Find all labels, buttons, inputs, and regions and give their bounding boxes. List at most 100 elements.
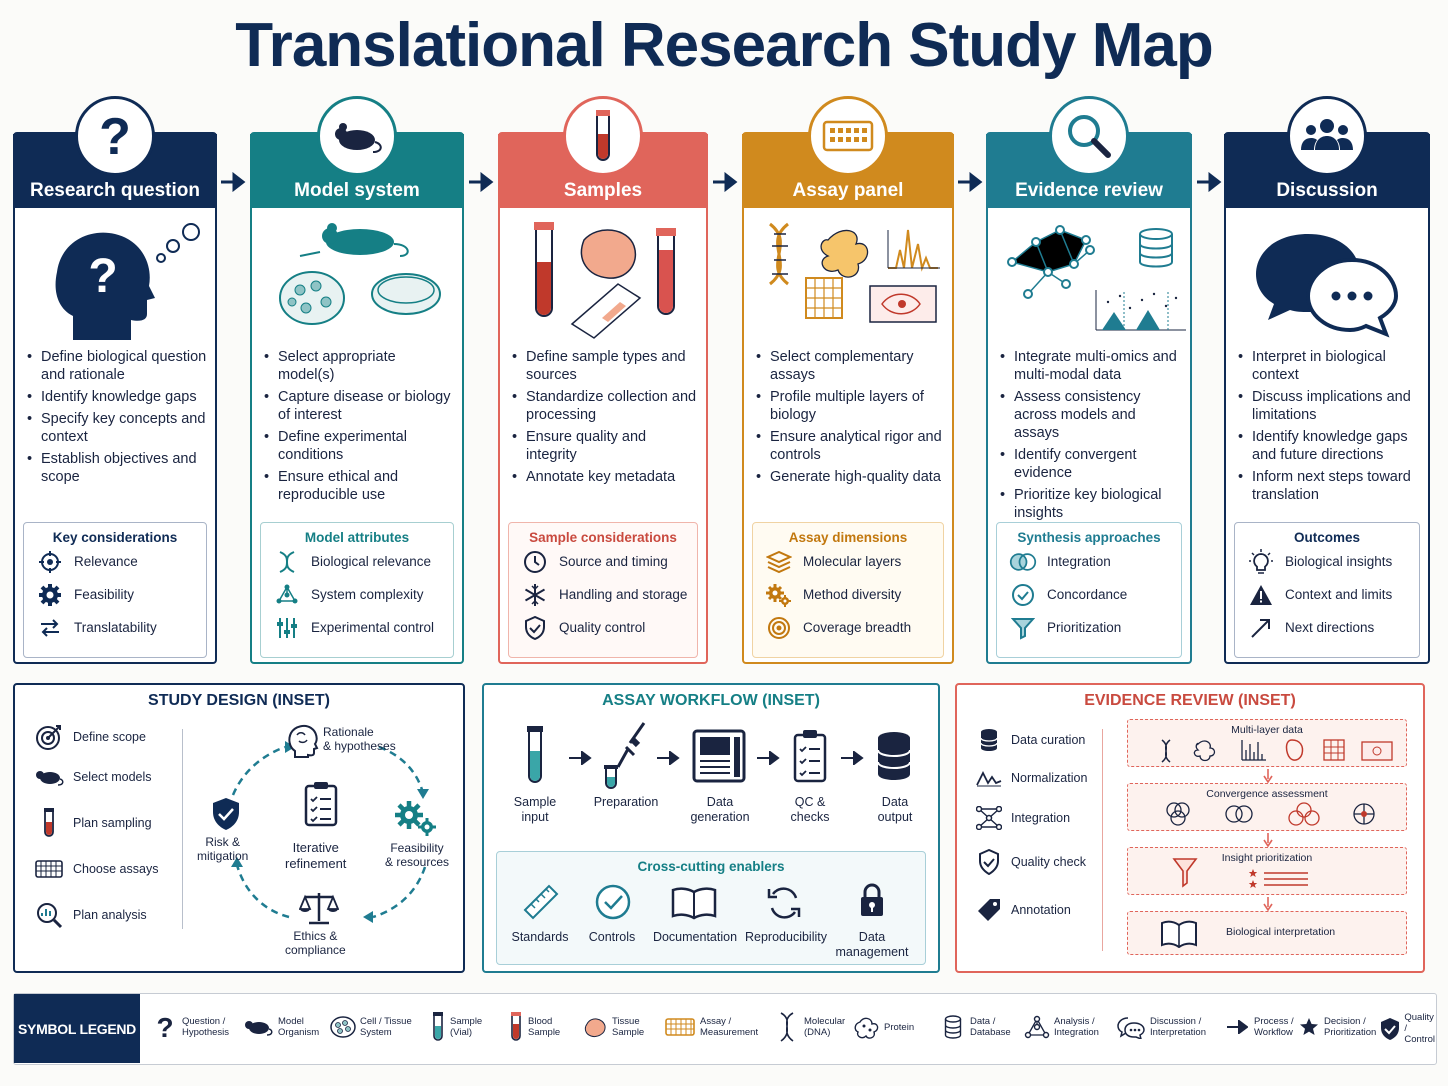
wave-icon	[975, 765, 1003, 791]
arrow-down-icon	[1263, 769, 1273, 783]
bullet: Prioritize key biological insights	[1000, 486, 1182, 522]
bullet: Profile multiple layers of biology	[756, 388, 944, 424]
legend-text: Sample	[528, 1027, 561, 1038]
box-item-label: Integration	[1047, 554, 1111, 569]
cycle-text: Iterative	[292, 840, 339, 855]
bullet-list: Define biological question and rationale…	[27, 348, 207, 490]
box-item-label: Source and timing	[559, 554, 668, 569]
bullet: Annotate key metadata	[512, 468, 698, 486]
box-item-label: Concordance	[1047, 587, 1128, 602]
legend-text: Cell / Tissue	[360, 1016, 412, 1027]
arrow-right-icon	[221, 172, 246, 192]
legend-item: ?Question /Hypothesis	[152, 1012, 229, 1042]
panel-multi-layer-data: Multi-layer data	[1127, 719, 1407, 767]
warning-icon	[1247, 583, 1275, 607]
column-evidence-review: Evidence review Integrate multi-omics an…	[986, 96, 1192, 664]
enablers-title: Cross-cutting enablers	[637, 859, 785, 874]
tissue-icon	[582, 1012, 608, 1042]
legend-item: Analysis /Integration	[1024, 1012, 1099, 1042]
check-circle-icon	[595, 884, 631, 925]
check-circle-icon	[1009, 583, 1037, 607]
evidence-illustration	[996, 220, 1186, 344]
symbol-legend: SYMBOL LEGEND ?Question /Hypothesis Mode…	[13, 993, 1437, 1065]
box-item: Biological relevance	[261, 545, 453, 578]
bullet: Specify key concepts and context	[27, 410, 207, 446]
legend-item: Sample(Vial)	[430, 1012, 482, 1042]
assay-dimensions-box: Assay dimensions Molecular layers Method…	[752, 522, 944, 658]
box-item: Next directions	[1235, 611, 1419, 644]
model-attributes-box: Model attributes Biological relevance Sy…	[260, 522, 454, 658]
inset-title: EVIDENCE REVIEW (INSET)	[1084, 692, 1296, 709]
swap-arrows-icon	[36, 616, 64, 640]
pipette-icon	[600, 721, 648, 796]
legend-text: Hypothesis	[182, 1027, 229, 1038]
dna-icon	[273, 550, 301, 574]
clipboard-icon	[792, 729, 828, 788]
vial-icon	[430, 1012, 446, 1042]
box-item-label: Biological insights	[1285, 554, 1393, 569]
cycle-text: Feasibility	[390, 841, 444, 855]
study-step: Select models	[33, 763, 152, 791]
legend-item: Molecular(DNA)	[774, 1012, 845, 1042]
ruler-icon	[521, 882, 561, 927]
legend-text: Decision /	[1324, 1016, 1366, 1027]
cycle-text: refinement	[285, 856, 347, 871]
legend-text: (DNA)	[804, 1027, 831, 1038]
evidence-review-inset: EVIDENCE REVIEW (INSET) Data curation No…	[955, 683, 1425, 973]
box-item: Biological insights	[1235, 545, 1419, 578]
evidence-step: Data curation	[975, 727, 1085, 753]
panel-convergence-assessment: Convergence assessment	[1127, 783, 1407, 831]
sequencer-icon	[692, 729, 748, 790]
legend-text: Interpretation	[1150, 1027, 1206, 1038]
box-item: Prioritization	[997, 611, 1181, 644]
wf-text: QC &	[794, 795, 826, 809]
wf-text: management	[835, 945, 909, 959]
arrow-right-icon	[469, 172, 494, 192]
test-tube-icon	[33, 808, 65, 837]
box-item: Concordance	[997, 578, 1181, 611]
bullet: Select complementary assays	[756, 348, 944, 384]
arrow-up-right-icon	[1247, 616, 1275, 640]
wf-text: Reproducibility	[745, 930, 827, 944]
synthesis-approaches-box: Synthesis approaches Integration Concord…	[996, 522, 1182, 658]
bracket-divider	[179, 729, 183, 929]
cycle-label-top: Rationale& hypotheses	[323, 725, 396, 753]
bullet: Identify knowledge gaps	[27, 388, 207, 406]
arrow-right-icon	[841, 751, 864, 765]
cycle-text: Risk &	[205, 835, 241, 849]
bullet: Inform next steps toward translation	[1238, 468, 1420, 504]
box-item-label: Context and limits	[1285, 587, 1393, 602]
sliders-icon	[273, 616, 301, 640]
inset-title: STUDY DESIGN (INSET)	[148, 692, 330, 709]
study-design-inset: STUDY DESIGN (INSET) Define scope Select…	[13, 683, 465, 973]
legend-item: Data /Database	[940, 1012, 1011, 1042]
evidence-step-label: Normalization	[1011, 771, 1088, 785]
svg-text:?: ?	[88, 250, 117, 303]
evidence-step-label: Quality check	[1011, 855, 1087, 869]
enabler-label: Documentation	[649, 930, 741, 945]
plate-icon	[664, 1012, 696, 1042]
wf-text: Preparation	[593, 795, 659, 809]
head-question-illustration: ?	[23, 220, 207, 344]
convergence-icons	[1166, 802, 1375, 826]
box-title: Model attributes	[304, 530, 410, 545]
wf-text: Controls	[588, 930, 636, 944]
mouse-icon	[317, 96, 397, 176]
box-item: Relevance	[24, 545, 206, 578]
evidence-step: Annotation	[975, 897, 1071, 923]
legend-item: Quality /Control	[1380, 1012, 1437, 1045]
discussion-illustration	[1234, 220, 1420, 344]
bullet: Capture disease or biology of interest	[264, 388, 454, 424]
bullet-list: Select complementary assays Profile mult…	[756, 348, 944, 490]
box-item-label: Translatability	[74, 620, 157, 635]
speech-icon	[1116, 1012, 1146, 1042]
blood-tube-icon	[508, 1012, 524, 1042]
bullet-list: Select appropriate model(s) Capture dise…	[264, 348, 454, 508]
box-item: System complexity	[261, 578, 453, 611]
layers-icon	[765, 550, 793, 574]
bullet: Ensure quality and integrity	[512, 428, 698, 464]
bullet-list: Integrate multi-omics and multi-modal da…	[1000, 348, 1182, 526]
